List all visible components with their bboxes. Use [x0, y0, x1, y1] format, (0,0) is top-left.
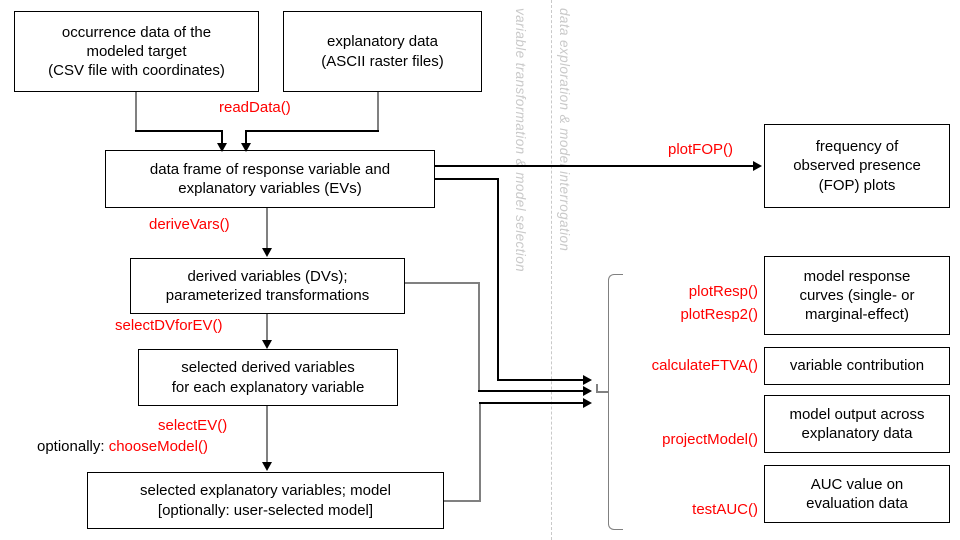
- connector-occurrence-down: [135, 92, 137, 132]
- label-plotresp2: plotResp2(): [680, 306, 758, 323]
- label-plotfop: plotFOP(): [668, 141, 734, 158]
- connector-derived-to-bracket-v: [478, 282, 480, 392]
- connector-explanatory-drop: [245, 130, 247, 147]
- box-explanatory-data: explanatory data(ASCII raster files): [283, 11, 482, 92]
- label-testauc: testAUC(): [692, 501, 758, 518]
- connector-dataframe-to-bracket-h1: [435, 178, 499, 180]
- vertical-label-left: variable transformation & model selectio…: [513, 8, 528, 273]
- vertical-label-right: data exploration & model interrogation: [557, 8, 572, 252]
- connector-dataframe-to-bracket-h2: [497, 379, 585, 381]
- box-derived-variables: derived variables (DVs);parameterized tr…: [130, 258, 405, 314]
- arrowhead-bracket-2: [583, 386, 592, 396]
- connector-derivevars: [266, 208, 268, 250]
- arrowhead-selectev: [262, 462, 272, 471]
- box-explanatory-data-text: explanatory data(ASCII raster files): [321, 33, 444, 70]
- box-selected-explanatory-variables: selected explanatory variables; model[op…: [87, 472, 444, 529]
- label-selectev: selectEV(): [158, 417, 228, 434]
- arrowhead-readdata-left: [217, 143, 227, 152]
- label-derivevars: deriveVars(): [149, 216, 230, 233]
- connector-occurrence-across: [135, 130, 222, 132]
- connector-dataframe-to-bracket-v: [497, 178, 499, 381]
- box-derived-variables-text: derived variables (DVs);parameterized tr…: [165, 267, 370, 304]
- connector-plotfop: [435, 165, 755, 167]
- connector-selectev: [266, 406, 268, 464]
- arrowhead-readdata-right: [241, 143, 251, 152]
- box-selected-explanatory-variables-text: selected explanatory variables; model[op…: [140, 482, 391, 519]
- connector-derived-to-bracket-h2: [478, 390, 585, 392]
- section-divider: [551, 0, 552, 540]
- label-readdata: readData(): [219, 99, 291, 116]
- box-variable-contribution-text: variable contribution: [789, 357, 925, 375]
- arrowhead-derivevars: [262, 248, 272, 257]
- output-group-brace: [608, 274, 623, 530]
- label-plotresp: plotResp(): [688, 283, 758, 300]
- label-optionally-choosemodel: optionally: chooseModel(): [37, 438, 208, 457]
- label-selectdvforev: selectDVforEV(): [115, 317, 223, 334]
- output-group-brace-tab: [596, 391, 609, 393]
- connector-derived-to-bracket-h1: [405, 282, 480, 284]
- connector-selectedev-to-bracket-h2: [479, 402, 585, 404]
- output-group-brace-tab-stem: [596, 384, 598, 392]
- label-projectmodel: projectModel(): [662, 431, 758, 448]
- connector-explanatory-down: [377, 92, 379, 132]
- arrowhead-bracket-3: [583, 398, 592, 408]
- connector-selectedev-to-bracket-h1: [444, 500, 481, 502]
- label-choosemodel: chooseModel(): [108, 438, 208, 455]
- connector-selectedev-to-bracket-v: [479, 402, 481, 501]
- label-optionally-prefix: optionally:: [37, 438, 105, 455]
- connector-occurrence-drop: [221, 130, 223, 147]
- box-variable-contribution: variable contribution: [764, 347, 950, 385]
- arrowhead-plotfop: [753, 161, 762, 171]
- label-calculateftva: calculateFTVA(): [651, 357, 758, 374]
- connector-selectdvforev: [266, 314, 268, 342]
- connector-explanatory-across: [245, 130, 379, 132]
- arrowhead-bracket-1: [583, 375, 592, 385]
- arrowhead-selectdvforev: [262, 340, 272, 349]
